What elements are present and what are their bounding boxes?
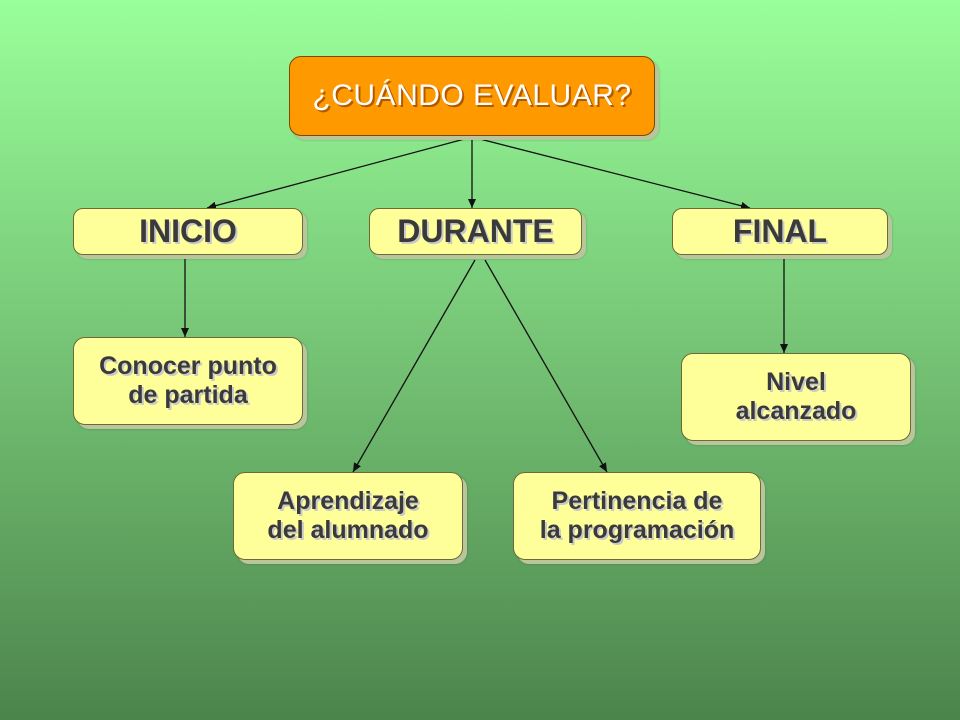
root-node-cuando-evaluar: ¿CUÁNDO EVALUAR? bbox=[289, 56, 655, 136]
stage-node-final: FINAL bbox=[672, 208, 888, 255]
arrow-root-to-final bbox=[471, 136, 751, 210]
outcome-node-aprendizaje-del-alumnado: Aprendizaje del alumnado bbox=[233, 472, 463, 560]
outcome-node-pertinencia-de-la-programacion: Pertinencia de la programación bbox=[513, 472, 761, 560]
stage-node-durante: DURANTE bbox=[369, 208, 582, 255]
outcome-node-conocer-punto-de-partida: Conocer punto de partida bbox=[73, 337, 303, 425]
outcome-node-nivel-alcanzado: Nivel alcanzado bbox=[681, 353, 911, 441]
stage-node-inicio: INICIO bbox=[73, 208, 303, 255]
arrow-durante-to-pertinencia bbox=[484, 259, 608, 473]
arrow-durante-to-aprendizaje bbox=[352, 259, 476, 473]
arrow-root-to-inicio bbox=[206, 136, 473, 210]
